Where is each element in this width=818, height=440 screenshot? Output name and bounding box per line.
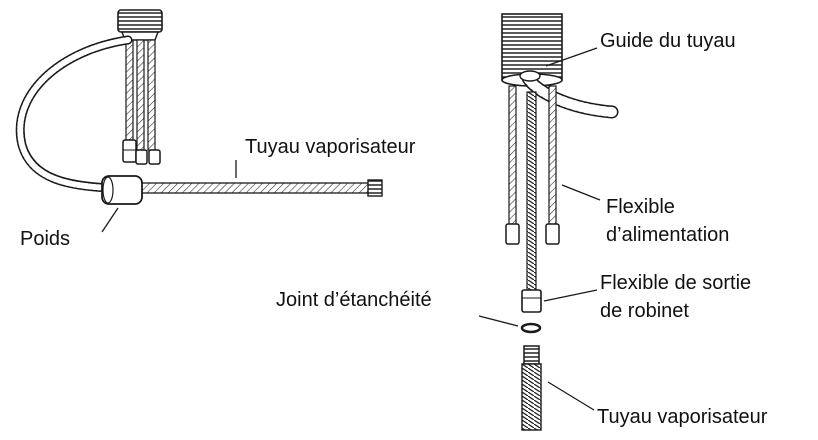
label-weight: Poids bbox=[20, 228, 70, 250]
faucet-base bbox=[117, 9, 163, 41]
left-assembly bbox=[15, 9, 383, 205]
right-assembly bbox=[501, 13, 619, 431]
label-supply-line-2: d’alimentation bbox=[606, 224, 729, 246]
left-supply-lines bbox=[122, 39, 161, 165]
label-faucet-outlet-1: Flexible de sortie bbox=[600, 272, 751, 294]
leader-lines bbox=[101, 47, 601, 411]
label-supply-line-1: Flexible bbox=[606, 196, 675, 218]
label-spray-hose-right: Tuyau vaporisateur bbox=[597, 406, 768, 428]
label-hose-guide: Guide du tuyau bbox=[600, 30, 736, 52]
label-faucet-outlet-2: de robinet bbox=[600, 300, 689, 322]
label-spray-hose-left: Tuyau vaporisateur bbox=[245, 136, 416, 158]
right-spray-hose bbox=[521, 345, 542, 431]
seal-ring bbox=[520, 322, 542, 334]
faucet-outlet-line bbox=[521, 91, 542, 313]
weight bbox=[101, 175, 143, 205]
label-seal: Joint d’étanchéité bbox=[276, 289, 432, 311]
left-spray-hose bbox=[15, 35, 383, 197]
supply-lines bbox=[505, 85, 560, 245]
